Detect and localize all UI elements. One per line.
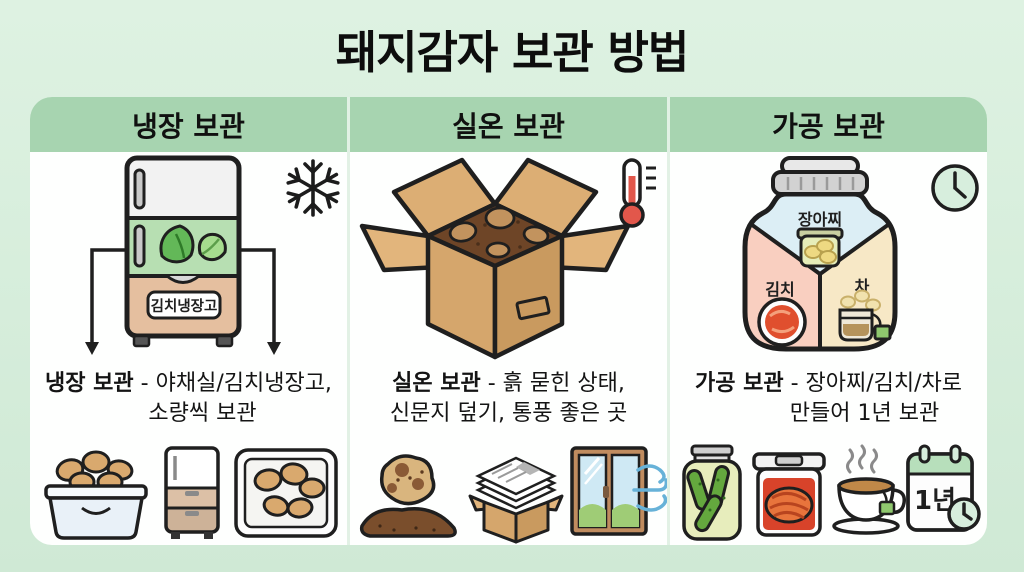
desc-line2: 만들어 1년 보관	[789, 400, 940, 426]
column-processed: 가공 보관	[667, 97, 987, 545]
desc-bold: 가공 보관	[694, 371, 784, 396]
column-header-processed: 가공 보관	[670, 97, 987, 152]
refrigerated-icon-row	[44, 446, 338, 540]
desc-refrigerated: 냉장 보관 - 야채실/김치냉장고, 소량씩 보관	[30, 364, 347, 443]
down-arrows	[90, 248, 276, 342]
fridge-label: 김치냉장고	[151, 297, 218, 315]
tea-cup-icon	[832, 444, 907, 535]
storage-panel: 냉장 보관	[30, 97, 987, 545]
desc-rest: - 야채실/김치냉장고,	[133, 371, 332, 396]
newspaper-box-icon	[468, 456, 564, 544]
column-refrigerated: 냉장 보관	[30, 97, 347, 545]
column-header-refrigerated: 냉장 보관	[30, 97, 347, 152]
desc-processed: 가공 보관 - 장아찌/김치/차로 만들어 1년 보관	[670, 364, 987, 443]
room-temp-illustration	[359, 157, 656, 360]
tuber-container-icon	[234, 448, 338, 538]
desc-room-temp: 실온 보관 - 흙 묻힌 상태, 신문지 덮기, 통풍 좋은 곳	[350, 364, 667, 443]
tuber-bin-icon	[44, 450, 148, 540]
soil-tuber-icon	[359, 454, 457, 538]
kimchi-container-icon	[752, 452, 826, 537]
cardboard-box-icon	[359, 157, 631, 360]
pickle-jar-icon	[682, 444, 742, 541]
mini-fridge-icon	[164, 446, 220, 539]
page-title: 돼지감자 보관 방법	[335, 26, 690, 79]
processed-icon-row: 1년	[682, 444, 981, 541]
clock-icon	[931, 164, 979, 212]
fridge-icon: 김치냉장고	[124, 155, 242, 348]
arrowhead-right	[267, 342, 281, 355]
desc-rest: - 흙 묻힌 상태,	[480, 371, 625, 396]
arrowhead-left	[85, 342, 99, 355]
desc-bold: 실온 보관	[392, 371, 481, 396]
column-header-room-temp: 실온 보관	[350, 97, 667, 152]
refrigerated-illustration: 김치냉장고	[85, 155, 340, 355]
leaf-icon	[159, 224, 227, 264]
room-temp-icon-row	[359, 446, 667, 544]
processed-illustration: 장아찌 김치 차	[742, 156, 979, 352]
preserving-jar-icon: 장아찌 김치 차	[742, 156, 898, 352]
desc-line2: 신문지 덮기, 통풍 좋은 곳	[389, 400, 628, 426]
desc-line2: 소량씩 보관	[148, 400, 257, 426]
jar-label-kimchi: 김치	[765, 280, 794, 299]
desc-rest: - 장아찌/김치/차로	[783, 371, 963, 396]
steam-lines	[846, 444, 878, 474]
thermometer-icon	[619, 158, 656, 228]
breeze-window-icon	[570, 446, 667, 536]
breeze-lines	[632, 464, 667, 512]
column-room-temp: 실온 보관	[347, 97, 667, 545]
soil-tubers	[448, 206, 550, 259]
desc-bold: 냉장 보관	[45, 371, 134, 396]
snowflake-icon	[286, 159, 340, 217]
one-year-calendar-icon: 1년	[906, 444, 981, 532]
jar-label-pickle: 장아찌	[798, 210, 842, 229]
